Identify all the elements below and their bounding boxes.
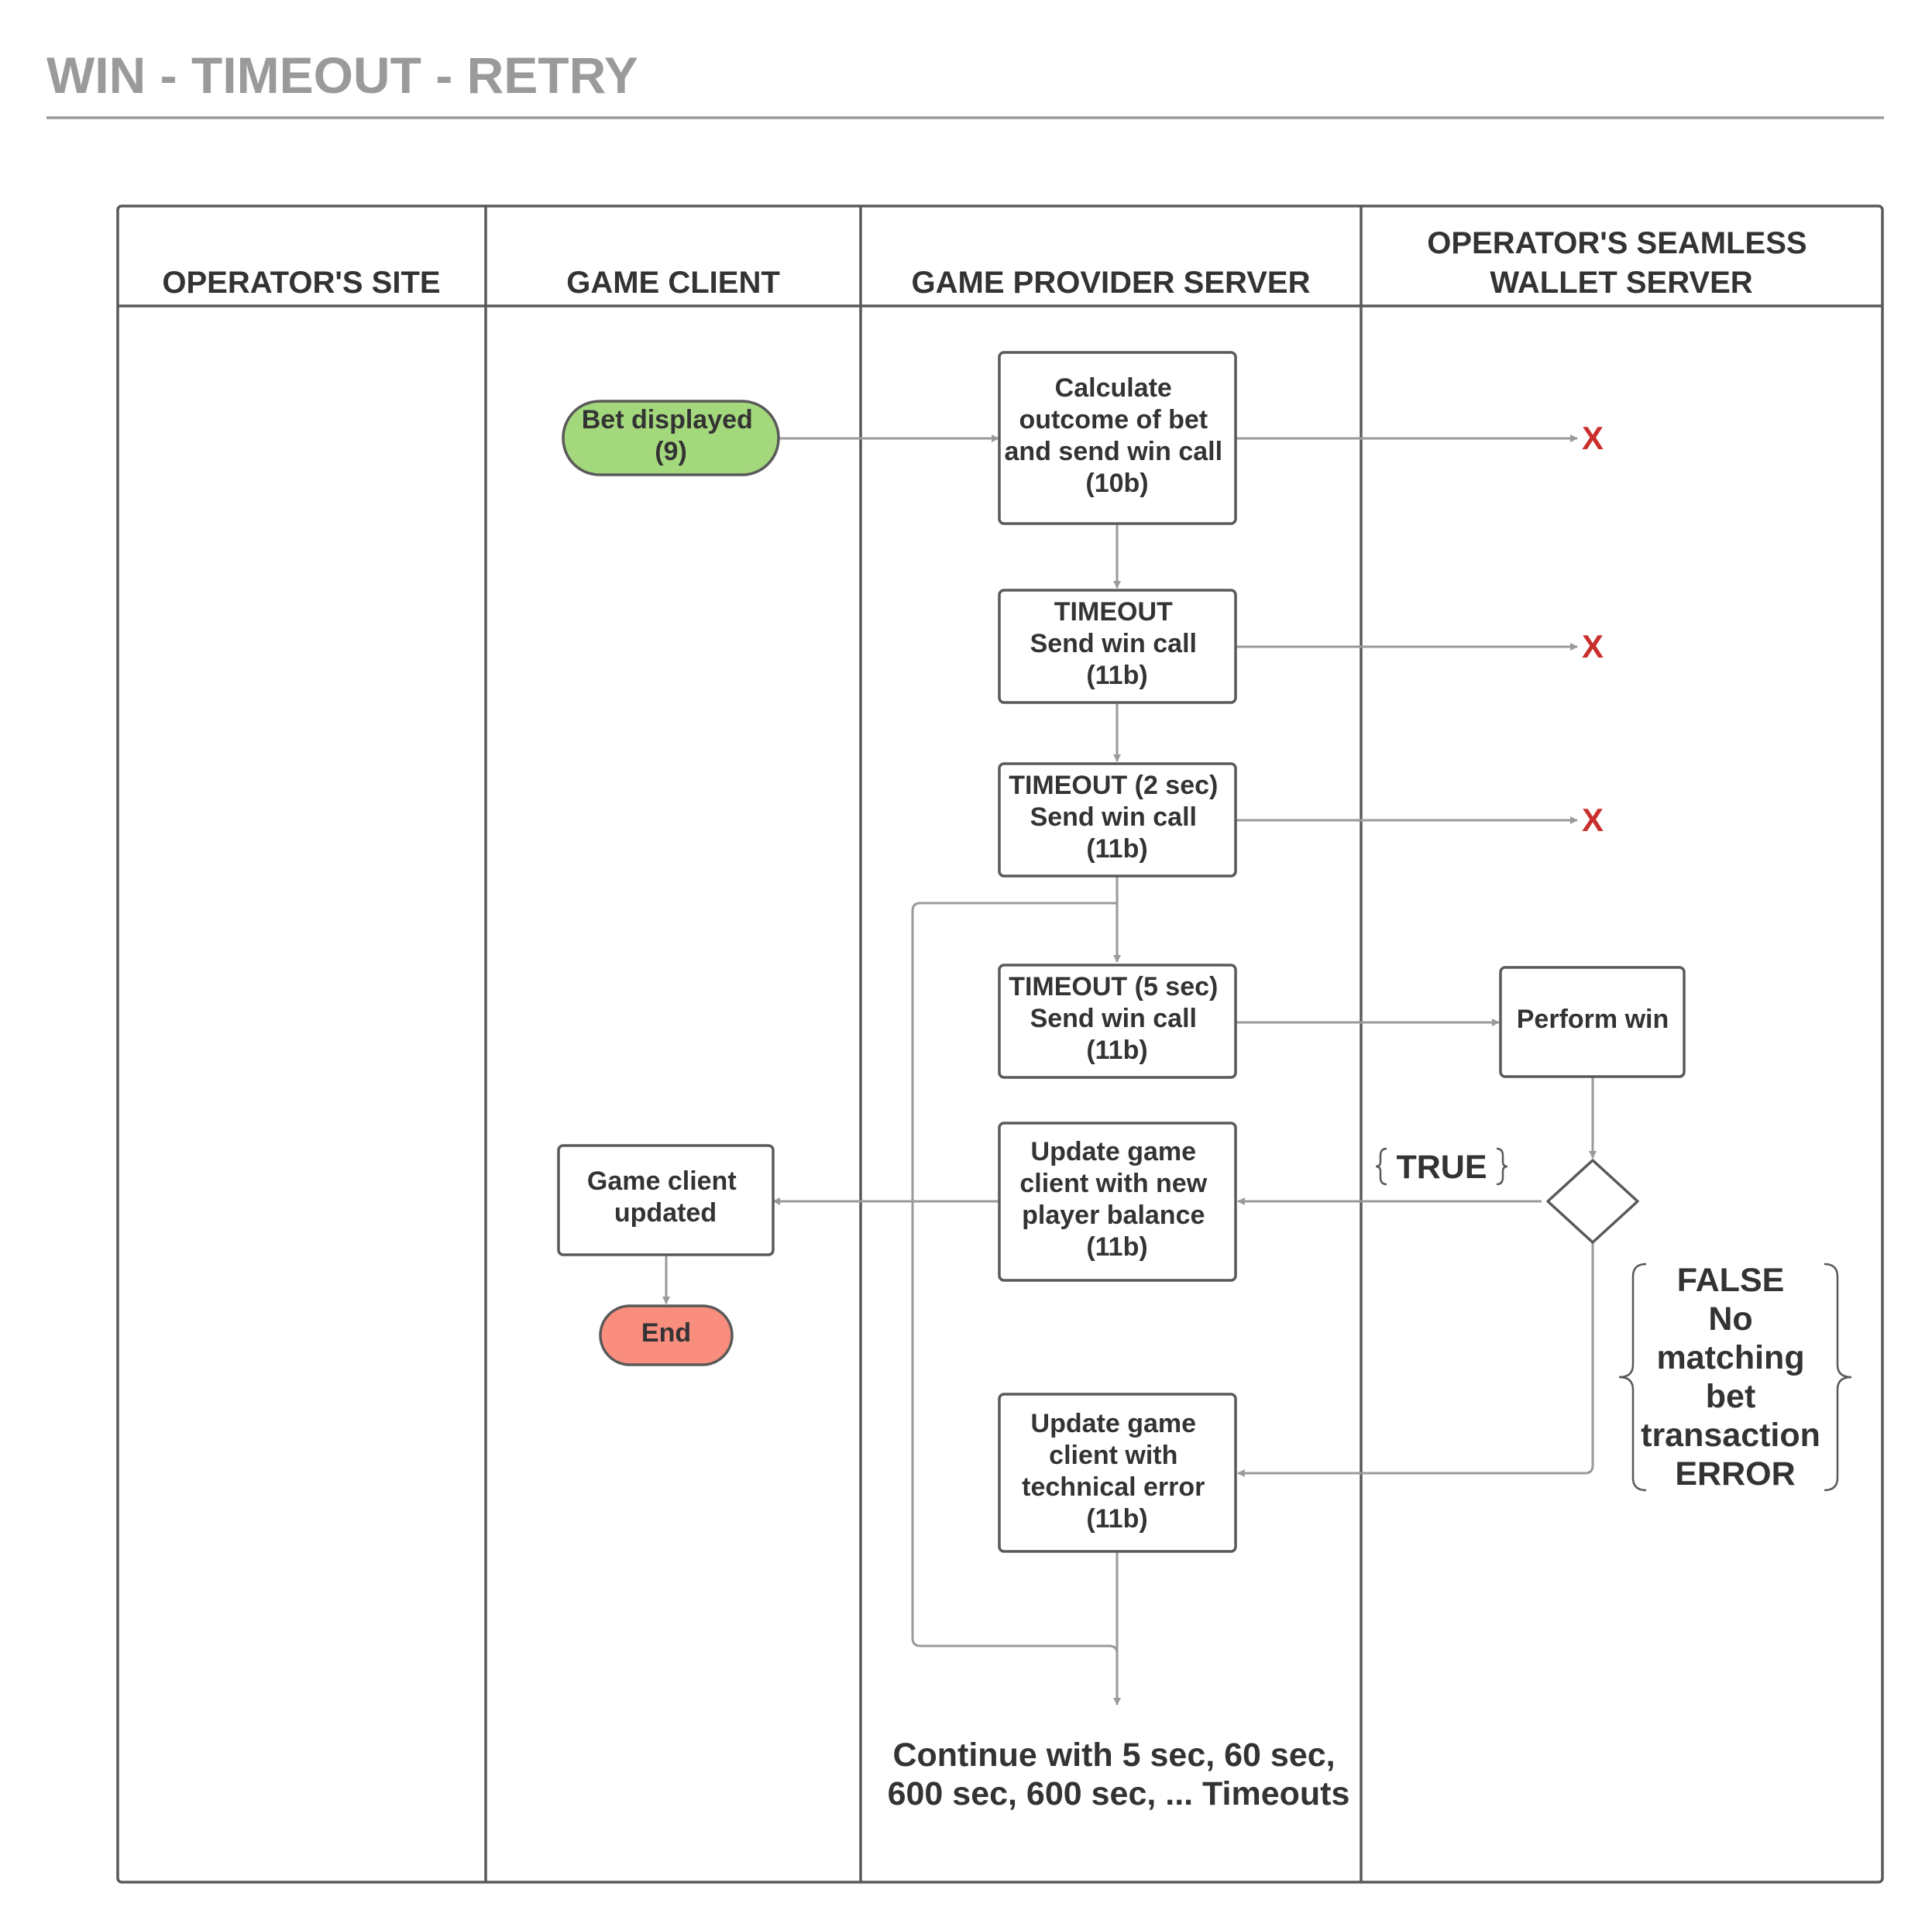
svg-text:Update game client with: Update game client with technical error … bbox=[1022, 1409, 1212, 1534]
node-timeout-2sec: TIMEOUT (2 sec) Send win call (11b) bbox=[998, 762, 1237, 878]
svg-text:TIMEOUT (5 sec) Send win: TIMEOUT (5 sec) Send win call (11b) bbox=[1009, 972, 1226, 1065]
svg-text:Game client updated: Game client updated bbox=[587, 1166, 744, 1228]
lane-wallet-server: OPERATOR'S SEAMLESS WALLET SERVER bbox=[1427, 226, 1815, 300]
false-label: FALSE No matching bet transaction ERROR bbox=[1618, 1262, 1852, 1493]
arrow-false-to-update-error bbox=[1237, 1243, 1594, 1477]
node-game-client-updated: Game client updated bbox=[557, 1144, 775, 1256]
loop-back-line bbox=[911, 902, 1119, 1654]
node-timeout-5sec: TIMEOUT (5 sec) Send win call (11b) bbox=[998, 964, 1237, 1079]
node-perform-win: Perform win bbox=[1499, 966, 1686, 1078]
node-end: End bbox=[599, 1304, 734, 1366]
node-update-balance: Update game client with new player balan… bbox=[998, 1122, 1237, 1282]
node-calculate-outcome: Calculate outcome of bet and send win ca… bbox=[998, 351, 1237, 525]
svg-text:FALSE No matching: FALSE No matching bet transaction ERROR bbox=[1641, 1262, 1830, 1493]
svg-text:TRUE: TRUE bbox=[1396, 1149, 1487, 1186]
svg-text:Calculate outcome of bet: Calculate outcome of bet and send win ca… bbox=[1005, 373, 1230, 498]
failure-x-icon: X bbox=[1582, 802, 1604, 838]
svg-text:TIMEOUT (2 sec) Send win: TIMEOUT (2 sec) Send win call (11b) bbox=[1009, 771, 1226, 864]
true-label: TRUE bbox=[1375, 1147, 1508, 1186]
node-decision bbox=[1546, 1159, 1639, 1244]
svg-text:Perform win: Perform win bbox=[1517, 1005, 1669, 1034]
swimlane-frame bbox=[116, 204, 1884, 1884]
page-title: WIN - TIMEOUT - RETRY bbox=[46, 46, 638, 104]
lane-operators-site: OPERATOR'S SITE bbox=[162, 266, 440, 300]
node-timeout-send-win: TIMEOUT Send win call (11b) bbox=[998, 589, 1237, 704]
svg-text:Bet displayed (9): Bet displayed (9) bbox=[582, 405, 761, 466]
connectors bbox=[662, 435, 1597, 1706]
svg-text:TIMEOUT Send win call: TIMEOUT Send win call (11b) bbox=[1030, 597, 1205, 690]
continue-note: Continue with 5 sec, 60 sec, 600 sec, 60… bbox=[888, 1737, 1350, 1812]
node-bet-displayed: Bet displayed (9) bbox=[562, 400, 780, 476]
failure-x-icon: X bbox=[1582, 628, 1604, 665]
node-update-error: Update game client with technical error … bbox=[998, 1393, 1237, 1553]
lane-game-provider-server: GAME PROVIDER SERVER bbox=[912, 266, 1311, 300]
lane-game-client: GAME CLIENT bbox=[566, 266, 780, 300]
failure-x-icon: X bbox=[1582, 420, 1604, 456]
svg-text:End: End bbox=[641, 1318, 691, 1348]
svg-text:Update game client with: Update game client with new player balan… bbox=[1019, 1137, 1214, 1262]
